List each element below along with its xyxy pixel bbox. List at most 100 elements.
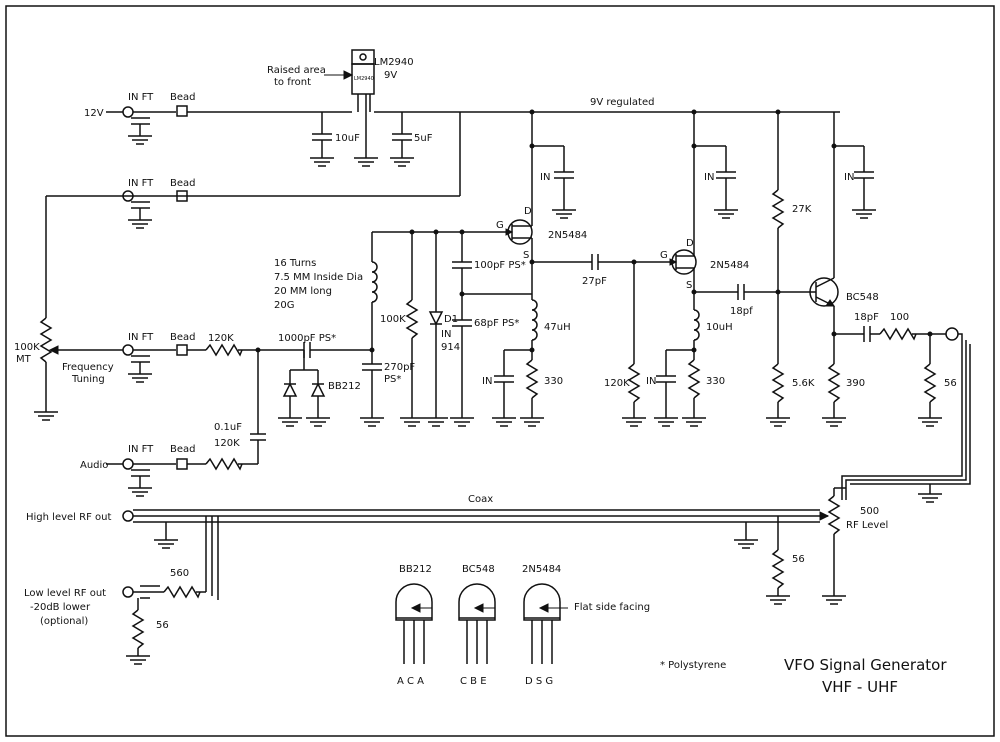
r-src2-label: 330 [706,376,725,387]
coil-line-1: 16 Turns [274,258,316,269]
regulator-voltage: 9V [384,70,397,81]
bead-2 [176,190,188,202]
q1-source-pin: S [523,250,529,261]
r-5k6-label: 5.6K [792,378,815,389]
bead-1 [176,105,188,117]
bead-label-4: Bead [170,444,196,455]
regulator-body-text: LM2940 [354,76,374,82]
diode-type-2: 914 [441,342,460,353]
regulator-note-2: to front [274,77,311,88]
feedthrough-label-3: IN FT [128,332,154,343]
flat-side-note: Flat side facing [574,602,650,613]
diode-type-1: IN [441,329,451,340]
coax-label: Coax [468,494,493,505]
l2-label: 10uH [706,322,733,333]
q2-drain-pin: D [686,238,694,249]
pinout-2n5484-name: 2N5484 [522,564,561,575]
terminal-low-rf [122,586,134,598]
c-18b-label: 18pF [854,312,879,323]
c-27-label: 27pF [582,276,607,287]
audio-section: Audio IN FT Bead 0.1uF 120K [80,350,266,497]
r-56c-label: 56 [156,620,169,631]
r-390-label: 390 [846,378,865,389]
feedthrough-label-4: IN FT [128,444,154,455]
c-src-label: 68pF PS* [474,318,519,329]
pinout-bc548-name: BC548 [462,564,495,575]
bead-label-3: Bead [170,332,196,343]
pinout-bb212-name: BB212 [399,564,432,575]
bead-3 [176,344,188,356]
r-500-label: 500 [860,506,879,517]
c-tank-2: PS* [384,374,401,385]
feedthrough-label-2: IN FT [128,178,154,189]
r-gate-label: 100K [380,314,406,325]
r-gate2-label: 120K [604,378,630,389]
bypass-4: IN [646,376,656,387]
tuning-label-1: Frequency [62,362,114,373]
terminal-high-rf [122,510,134,522]
terminal-tuning-feed [122,190,134,202]
pot-type: MT [16,354,32,365]
low-rf-line-3: (optional) [40,616,88,627]
low-rf-line-2: -20dB lower [30,602,91,613]
coil-line-4: 20G [274,300,294,311]
regulator-name: LM2940 [374,57,414,68]
title-line-2: VHF - UHF [822,678,898,696]
pot-value: 100K [14,342,40,353]
buffer-section: 120K G D S 2N5484 IN 18pf [604,109,810,427]
polystyrene-note: * Polystyrene [660,660,726,671]
q2-source-pin: S [686,280,692,291]
r-27k-label: 27K [792,204,812,215]
l1-label: 47uH [544,322,571,333]
tuning-label-2: Tuning [71,374,105,385]
c-10uf-label: 10uF [335,133,360,144]
title-line-1: VFO Signal Generator [784,656,947,674]
diagram-border [5,5,995,737]
high-rf-label: High level RF out [26,512,111,523]
rf-level-label: RF Level [846,520,888,531]
terminal-audio [122,458,134,470]
output-jack [945,327,959,341]
q1-drain-pin: D [524,206,532,217]
bypass-1: IN [540,172,550,183]
r-100-label: 100 [890,312,909,323]
c-18a-label: 18pf [730,306,753,317]
q1-label: 2N5484 [548,230,587,241]
bypass-5: IN [844,172,854,183]
label-12v: 12V [84,108,104,119]
regulator-tab [351,49,375,65]
r-560-label: 560 [170,568,189,579]
oscillator-section: 16 Turns 7.5 MM Inside Dia 20 MM long 20… [274,109,670,427]
c-fb-label: 100pF PS* [474,260,526,271]
diode-label: D1 [444,314,458,325]
c-audio-label: 0.1uF [214,422,242,433]
rail-label: 9V regulated [590,97,654,108]
feedthrough-label-1: IN FT [128,92,154,103]
bead-label-1: Bead [170,92,196,103]
bead-label-2: Bead [170,178,196,189]
low-rf-line-1: Low level RF out [24,588,106,599]
c-couple-label: 1000pF PS* [278,333,336,344]
r-audio-label: 120K [214,438,240,449]
q2-label: 2N5484 [710,260,749,271]
amplifier-section: 27K 5.6K BC548 IN 390 [766,109,971,605]
terminal-tuning [122,344,134,356]
output-section: Coax High level RF out 56 560 [24,494,828,665]
q1-gate-pin: G [496,220,504,231]
coil-line-3: 20 MM long [274,286,332,297]
tuning-section: IN FT Bead 100K MT Frequency Tuning IN F… [14,178,372,427]
regulator-section: 12V IN FT Bead LM2940 LM2940 9V Raised a… [46,49,840,197]
c-5uf-label: 5uF [414,133,433,144]
bead-4 [176,458,188,470]
bypass-3: IN [704,172,714,183]
regulator-note-1: Raised area [267,65,326,76]
pinout-bb212: BB212 A C A [395,564,433,687]
q2-gate-pin: G [660,250,668,261]
r-56a-label: 56 [944,378,957,389]
varicap-label: BB212 [328,381,361,392]
pinout-bc548-pins: C B E [460,676,487,687]
c-tank-1: 270pF [384,362,415,373]
coil-line-2: 7.5 MM Inside Dia [274,272,363,283]
pinout-2n5484: 2N5484 D S G [522,564,568,687]
